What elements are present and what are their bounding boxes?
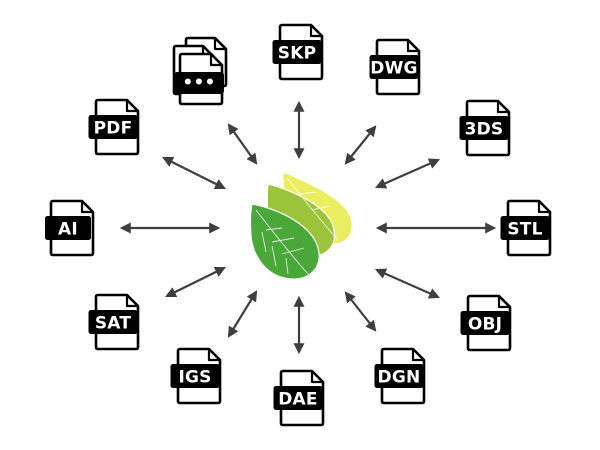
- file-badge-pdf: [88, 115, 138, 139]
- file-icon-skp: SKP: [272, 23, 324, 81]
- arrow-3ds: [374, 158, 441, 189]
- file-icons: SKP DWG 3DS STL OBJ DGN DAE IGS SAT AI PDF •••: [45, 23, 552, 427]
- file-badge-stl: [500, 216, 550, 240]
- file-icon-obj: OBJ: [460, 294, 512, 352]
- file-label-3ds: 3DS: [465, 120, 504, 140]
- arrow-sat: [165, 266, 226, 298]
- file-label-sat: SAT: [95, 314, 131, 334]
- file-icon-stl: STL: [500, 199, 552, 257]
- arrow-pdf: [162, 157, 226, 189]
- file-icon-sat: SAT: [88, 293, 140, 351]
- file-label-more: •••: [182, 73, 215, 93]
- file-label-ai: AI: [58, 220, 78, 240]
- file-label-stl: STL: [507, 220, 542, 240]
- file-badge-3ds: [459, 116, 509, 140]
- file-label-skp: SKP: [278, 44, 316, 64]
- file-icon-pdf: PDF: [88, 98, 140, 156]
- file-badge-dae: [273, 386, 323, 410]
- file-icon-dwg: DWG: [369, 38, 421, 96]
- arrow-dgn: [344, 291, 377, 332]
- file-badge-igs: [170, 364, 220, 388]
- arrow-igs: [227, 290, 258, 338]
- more-badge: [174, 72, 224, 94]
- file-label-obj: OBJ: [468, 315, 502, 335]
- arrow-dwg: [344, 125, 377, 165]
- file-label-igs: IGS: [178, 368, 211, 388]
- file-label-dwg: DWG: [370, 59, 417, 79]
- file-label-dgn: DGN: [378, 368, 421, 388]
- leaf-logo-icon: [249, 171, 353, 280]
- file-badge-sat: [88, 310, 138, 334]
- file-badge-skp: [272, 40, 322, 64]
- file-icon-more: •••: [172, 36, 228, 106]
- file-badge-obj: [460, 311, 510, 335]
- file-badge-dwg: [369, 55, 419, 79]
- file-icon-dae: DAE: [273, 369, 325, 427]
- file-badge-dgn: [374, 364, 424, 388]
- file-label-dae: DAE: [278, 390, 317, 410]
- file-icon-3ds: 3DS: [459, 99, 511, 157]
- file-badge-ai: [45, 216, 91, 240]
- file-icon-ai: AI: [45, 199, 95, 257]
- file-icon-dgn: DGN: [374, 347, 426, 405]
- file-label-pdf: PDF: [94, 119, 133, 139]
- connector-arrows: [119, 100, 497, 355]
- arrow-more: [227, 123, 258, 165]
- arrow-obj: [374, 268, 441, 299]
- file-icon-igs: IGS: [170, 347, 222, 405]
- leaf-front: [249, 203, 320, 280]
